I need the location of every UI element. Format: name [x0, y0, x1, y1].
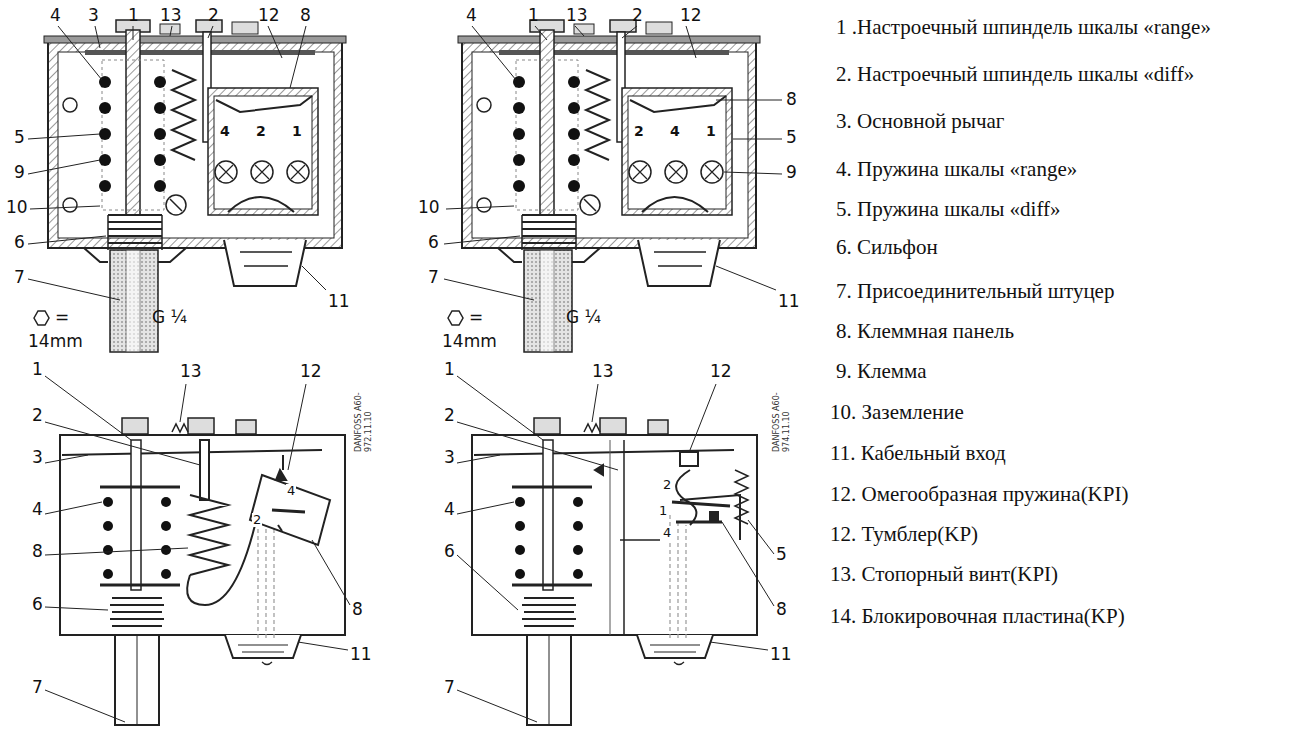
callout-number: 3	[88, 6, 99, 25]
callout-number: 10	[6, 198, 28, 217]
callout-number: 7	[444, 678, 455, 697]
callout-number: 9	[14, 163, 25, 182]
legend-item: 12. Тумблер(KP)	[830, 523, 978, 546]
callout-number: 11	[770, 645, 792, 664]
callout-number: 6	[428, 233, 439, 252]
kp-section	[458, 20, 760, 352]
hex-symbol-text: =	[55, 308, 69, 327]
callout-number: 8	[786, 90, 797, 109]
callout-number: 11	[778, 292, 800, 311]
contact-number: 4	[662, 526, 672, 540]
legend-item: 7. Присоединительный штуцер	[836, 280, 1114, 303]
callout-number: 1	[444, 360, 455, 379]
callout-number: 1	[528, 6, 539, 25]
legend-item: 2. Настроечный шпиндель шкалы «diff»	[836, 63, 1194, 86]
hex-symbol-text: =	[469, 308, 483, 327]
callout-number: 5	[786, 128, 797, 147]
kp-schematic	[472, 418, 757, 725]
callout-number: 8	[300, 6, 311, 25]
callout-number: 7	[32, 678, 43, 697]
callout-number: 3	[32, 448, 43, 467]
contact-number: 2	[252, 513, 262, 527]
thread-size: G ¼	[152, 308, 187, 327]
legend-item: 4. Пружина шкалы «range»	[836, 158, 1077, 181]
callout-number: 7	[14, 268, 25, 287]
contact-number: 1	[658, 504, 668, 518]
callout-number: 6	[32, 595, 43, 614]
callout-number: 6	[14, 233, 25, 252]
callout-number: 8	[352, 600, 363, 619]
callout-number: 12	[710, 362, 732, 381]
terminal-number: 4	[219, 124, 231, 139]
legend-item: 8. Клеммная панель	[836, 320, 1014, 343]
callout-number: 7	[428, 268, 439, 287]
callout-number: 12	[680, 6, 702, 25]
callout-number: 13	[566, 6, 588, 25]
callout-number: 5	[776, 545, 787, 564]
thread-size: G ¼	[566, 308, 601, 327]
kpi-schematic	[60, 418, 345, 725]
legend-item: 13. Стопорный винт(KPI)	[830, 563, 1058, 586]
callout-number: 1	[32, 360, 43, 379]
callout-number: 8	[776, 600, 787, 619]
legend-item: 11. Кабельный вход	[830, 442, 1006, 465]
kpi-section	[44, 20, 346, 352]
callout-number: 13	[160, 6, 182, 25]
legend-item: 6. Сильфон	[836, 236, 938, 259]
callout-number: 9	[786, 163, 797, 182]
callout-number: 11	[350, 645, 372, 664]
callout-number: 13	[180, 362, 202, 381]
callout-number: 2	[444, 406, 455, 425]
legend-item: 5. Пружина шкалы «diff»	[836, 198, 1061, 221]
terminal-number: 2	[255, 124, 267, 139]
callout-number: 5	[14, 128, 25, 147]
callout-number: 4	[50, 6, 61, 25]
callout-number: 4	[444, 500, 455, 519]
leader-lines	[28, 26, 782, 722]
drawing-code: DANFOSS A60-972.11.10	[354, 376, 373, 452]
contact-number: 2	[662, 478, 672, 492]
dimension: 14mm	[28, 332, 83, 351]
dimension: 14mm	[442, 332, 497, 351]
legend-item: 12. Омегообразная пружина(KPI)	[830, 483, 1128, 506]
callout-number: 2	[632, 6, 643, 25]
callout-number: 2	[208, 6, 219, 25]
contact-number: 4	[286, 484, 296, 498]
terminal-number: 1	[705, 124, 717, 139]
terminal-number: 2	[633, 124, 645, 139]
callout-number: 10	[418, 198, 440, 217]
drawing-code: DANFOSS A60-974.11.10	[772, 376, 791, 452]
callout-number: 8	[32, 542, 43, 561]
legend-item: 1 .Настроечный шпиндель шкалы «range»	[836, 16, 1211, 39]
callout-number: 12	[258, 6, 280, 25]
callout-number: 4	[466, 6, 477, 25]
callout-number: 4	[32, 500, 43, 519]
callout-number: 6	[444, 542, 455, 561]
callout-number: 1	[128, 6, 139, 25]
legend-item: 9. Клемма	[836, 360, 927, 383]
callout-number: 13	[592, 362, 614, 381]
terminal-number: 4	[669, 124, 681, 139]
callout-number: 11	[328, 292, 350, 311]
legend-item: 14. Блокировочная пластина(KP)	[830, 605, 1125, 628]
callout-number: 2	[32, 406, 43, 425]
callout-number: 3	[444, 448, 455, 467]
legend-item: 10. Заземление	[830, 401, 964, 424]
callout-number: 12	[300, 362, 322, 381]
terminal-number: 1	[291, 124, 303, 139]
legend-item: 3. Основной рычаг	[836, 110, 1004, 133]
